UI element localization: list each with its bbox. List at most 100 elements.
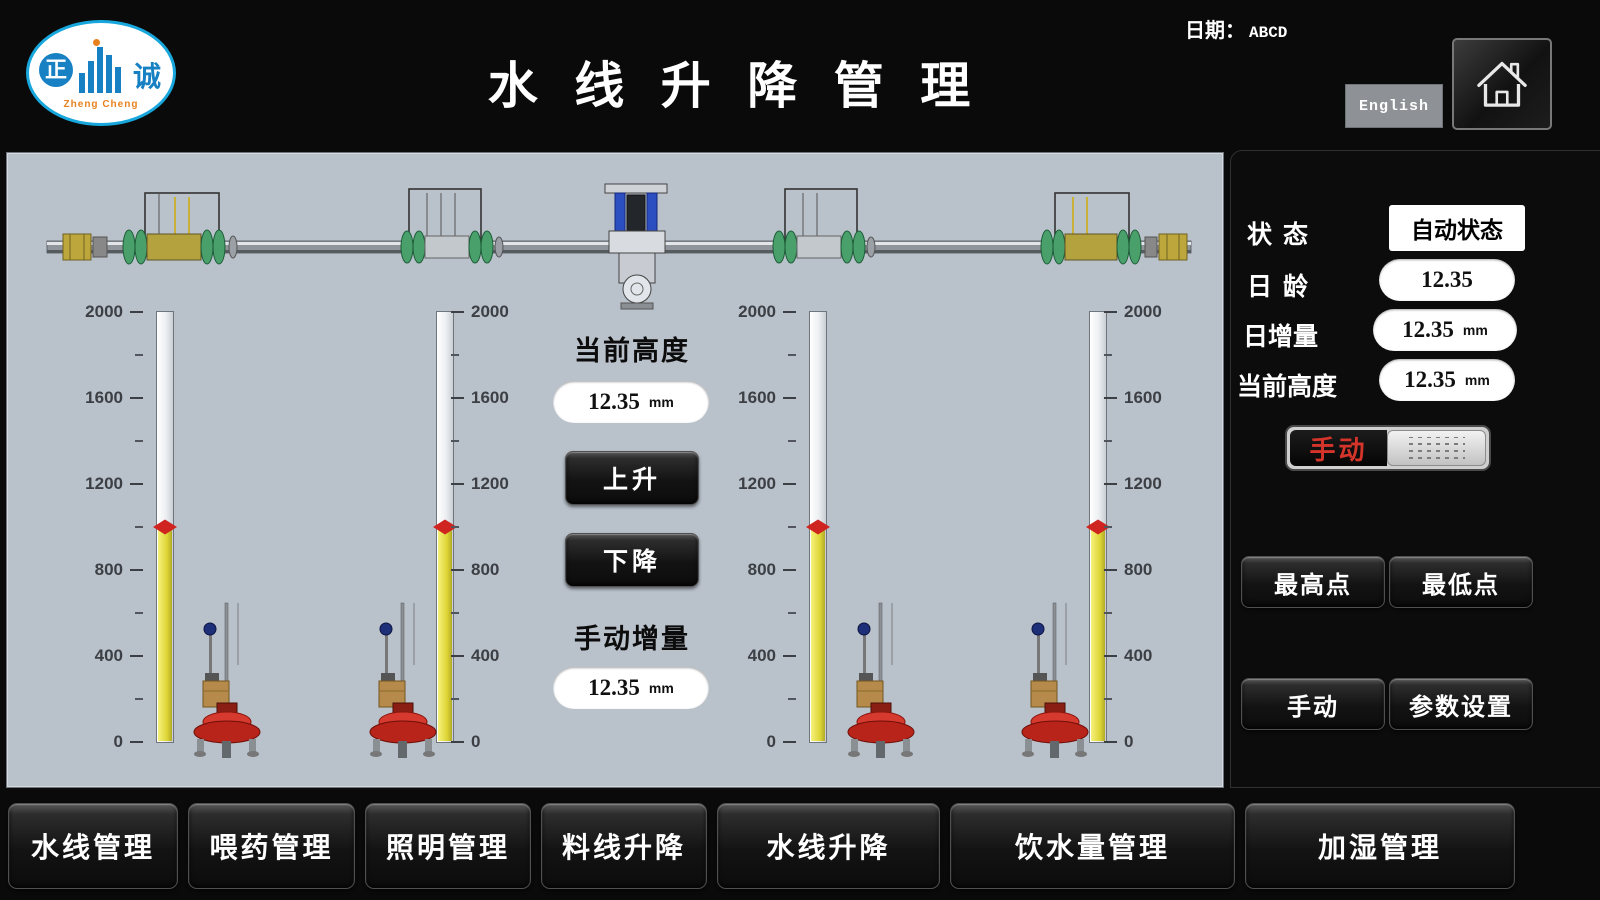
gauge-tick-major: 0 bbox=[1104, 732, 1170, 752]
gauge-tick-minor bbox=[1104, 526, 1165, 528]
gauge-tick-major: 1600 bbox=[451, 388, 517, 408]
manual-button[interactable]: 手动 bbox=[1241, 678, 1385, 730]
company-logo: 正 诚 Zheng Cheng bbox=[26, 20, 176, 126]
gauge-tick-major: 1200 bbox=[730, 474, 796, 494]
gauge-tick-major: 2000 bbox=[451, 302, 517, 322]
logo-bars-icon bbox=[79, 47, 121, 93]
gauge-tick-major: 1600 bbox=[1104, 388, 1170, 408]
gauge-fill bbox=[811, 526, 825, 741]
parameter-settings-button[interactable]: 参数设置 bbox=[1389, 678, 1533, 730]
highest-point-button[interactable]: 最高点 bbox=[1241, 556, 1385, 608]
drinker-machine-1 bbox=[179, 601, 269, 769]
nav-button-3[interactable]: 料线升降 bbox=[541, 803, 707, 889]
bottom-navigation: 水线管理喂药管理照明管理料线升降水线升降饮水量管理加湿管理 bbox=[0, 790, 1600, 900]
nav-button-4[interactable]: 水线升降 bbox=[717, 803, 940, 889]
logo-cheng-mark: 诚 bbox=[132, 61, 161, 92]
gauge-tick-major: 2000 bbox=[1104, 302, 1170, 322]
gauge-tick-major: 800 bbox=[77, 560, 143, 580]
nav-button-6[interactable]: 加湿管理 bbox=[1245, 803, 1515, 889]
current-height-unit: mm bbox=[648, 394, 674, 410]
gauge-tick-minor bbox=[735, 612, 796, 614]
drinker-machine-3 bbox=[833, 601, 923, 769]
gauge-tick-minor bbox=[82, 440, 143, 442]
current-height-label: 当前高度 bbox=[574, 336, 690, 366]
toggle-manual-label: 手动 bbox=[1290, 430, 1387, 466]
daily-increment-display: 12.35 mm bbox=[1373, 309, 1517, 351]
side-current-height-display: 12.35 mm bbox=[1379, 359, 1515, 401]
lower-button[interactable]: 下降 bbox=[565, 533, 699, 587]
gauge-tick-minor bbox=[451, 440, 512, 442]
gauge-tick-minor bbox=[735, 354, 796, 356]
gauge-fill bbox=[438, 526, 452, 741]
gauge-tick-minor bbox=[1104, 698, 1165, 700]
gauge-tick-major: 800 bbox=[451, 560, 517, 580]
gauge-tick-minor bbox=[1104, 354, 1165, 356]
home-icon bbox=[1477, 61, 1527, 107]
gauge-tick-minor bbox=[451, 526, 512, 528]
gauge-fill bbox=[158, 526, 172, 741]
date-value: ABCD bbox=[1249, 24, 1288, 42]
manual-mode-toggle[interactable]: 手动 bbox=[1285, 425, 1491, 471]
nav-button-5[interactable]: 饮水量管理 bbox=[950, 803, 1235, 889]
status-value-box: 自动状态 bbox=[1389, 205, 1525, 251]
lowest-point-button[interactable]: 最低点 bbox=[1389, 556, 1533, 608]
gauge-marker bbox=[153, 519, 177, 535]
nav-button-1[interactable]: 喂药管理 bbox=[188, 803, 355, 889]
gauge-tick-minor bbox=[1104, 440, 1165, 442]
gauge-tick-minor bbox=[451, 354, 512, 356]
header-bar: 正 诚 Zheng Cheng 水 线 升 降 管 理 日期：ABCD Engl… bbox=[0, 0, 1600, 148]
gauge-tick-major: 1200 bbox=[1104, 474, 1170, 494]
home-button[interactable] bbox=[1452, 38, 1552, 130]
gauge-tick-major: 1200 bbox=[77, 474, 143, 494]
gauge-tick-minor bbox=[82, 612, 143, 614]
daily-increment-unit: mm bbox=[1462, 322, 1488, 338]
manual-increment-field[interactable]: 12.35 mm bbox=[553, 667, 709, 709]
gauge-tick-major: 400 bbox=[77, 646, 143, 666]
gauge-tick-major: 400 bbox=[1104, 646, 1170, 666]
logo-subtitle: Zheng Cheng bbox=[63, 99, 139, 110]
winch-shaft-diagram bbox=[46, 183, 1192, 310]
gauge-tick-major: 400 bbox=[451, 646, 517, 666]
day-age-label: 日 龄 bbox=[1247, 273, 1310, 301]
gauge-tick-minor bbox=[451, 612, 512, 614]
status-label: 状 态 bbox=[1247, 221, 1310, 249]
gauge-tick-major: 2000 bbox=[77, 302, 143, 322]
language-english-button[interactable]: English bbox=[1345, 84, 1443, 128]
gauge-tick-major: 1600 bbox=[730, 388, 796, 408]
gauge-tick-minor bbox=[451, 698, 512, 700]
gauge-tick-minor bbox=[735, 526, 796, 528]
drinker-machine-2 bbox=[355, 601, 445, 769]
status-side-panel: 状 态 自动状态 日 龄 12.35 日增量 12.35 mm 当前高度 12.… bbox=[1230, 150, 1600, 788]
gauge-tick-major: 0 bbox=[451, 732, 517, 752]
page-title: 水 线 升 降 管 理 bbox=[487, 58, 983, 114]
manual-increment-unit: mm bbox=[648, 680, 674, 696]
date-label: 日期： bbox=[1185, 20, 1245, 42]
gauge-tick-minor bbox=[82, 526, 143, 528]
gauge-tick-major: 2000 bbox=[730, 302, 796, 322]
raise-button[interactable]: 上升 bbox=[565, 451, 699, 505]
gauge-tick-minor bbox=[82, 354, 143, 356]
gauge-marker bbox=[806, 519, 830, 535]
current-height-display: 12.35 mm bbox=[553, 381, 709, 423]
current-height-value: 12.35 bbox=[588, 389, 640, 414]
side-current-height-label: 当前高度 bbox=[1237, 373, 1338, 401]
gauge-tick-major: 1200 bbox=[451, 474, 517, 494]
gauge-tick-major: 400 bbox=[730, 646, 796, 666]
side-current-height-value: 12.35 bbox=[1404, 367, 1456, 392]
day-age-display: 12.35 bbox=[1379, 259, 1515, 301]
manual-increment-label: 手动增量 bbox=[574, 624, 690, 654]
drinker-machine-4 bbox=[1007, 601, 1097, 769]
gauge-tick-major: 800 bbox=[1104, 560, 1170, 580]
gauge-fill bbox=[1091, 526, 1105, 741]
manual-increment-value: 12.35 bbox=[588, 675, 640, 700]
nav-button-0[interactable]: 水线管理 bbox=[8, 803, 178, 889]
nav-button-2[interactable]: 照明管理 bbox=[365, 803, 531, 889]
gauge-tick-major: 800 bbox=[730, 560, 796, 580]
toggle-knob[interactable] bbox=[1387, 430, 1486, 466]
